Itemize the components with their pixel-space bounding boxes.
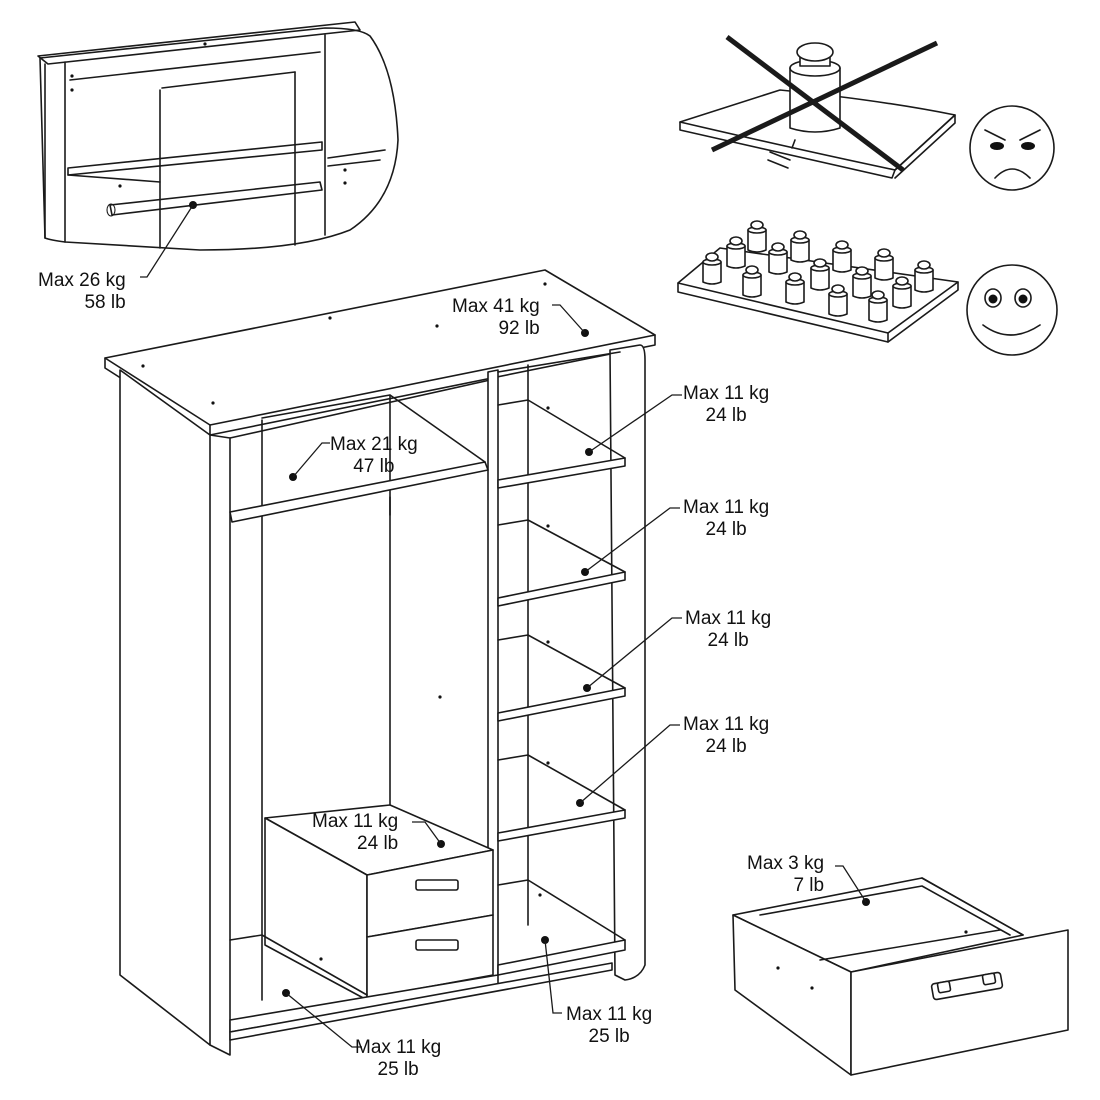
distributed-load-icon [677, 220, 959, 343]
drawer-load-lb: 7 lb [793, 875, 825, 896]
upper-left-shelf-load-lb: 47 lb [353, 456, 395, 477]
point-load-crossed-out-icon [679, 35, 956, 179]
top-load-lb: 92 lb [498, 318, 540, 339]
wardrobe-illustration [104, 269, 682, 1056]
smiley-face-icon [966, 264, 1058, 356]
right-shelf-2-load-kg: Max 11 kg [683, 497, 770, 518]
drawer-unit-top-load-label: Max 11 kg 24 lb [312, 811, 398, 855]
drawer-illustration [732, 865, 1069, 1076]
small-weight-icon [702, 252, 722, 285]
bottom-right-load-lb: 25 lb [588, 1026, 630, 1047]
right-shelf-1-load-label: Max 11 kg 24 lb [683, 383, 769, 427]
bottom-left-load-label: Max 11 kg 25 lb [355, 1037, 441, 1081]
upper-left-shelf-load-label: Max 21 kg 47 lb [330, 434, 418, 478]
small-weight-icon [868, 290, 888, 323]
small-weight-icon [874, 248, 894, 281]
right-shelf-2-load-label: Max 11 kg 24 lb [683, 497, 769, 541]
small-weight-icon [832, 240, 852, 273]
drawer-load-kg: Max 3 kg [747, 853, 825, 874]
top-load-label: Max 41 kg 92 lb [452, 296, 540, 340]
small-weight-icon [785, 272, 805, 305]
small-weight-icon [742, 265, 762, 298]
small-weight-icon [828, 284, 848, 317]
hanging-rod-detail [37, 21, 399, 278]
rod-load-kg: Max 26 kg [38, 270, 126, 291]
small-weight-icon [726, 236, 746, 269]
bottom-left-load-kg: Max 11 kg [355, 1037, 442, 1058]
right-shelf-3-load-kg: Max 11 kg [685, 608, 772, 629]
upper-left-shelf-load-kg: Max 21 kg [330, 434, 418, 455]
small-weight-icon [810, 258, 830, 291]
bottom-left-load-lb: 25 lb [377, 1059, 419, 1080]
small-weight-icon [790, 230, 810, 263]
small-weight-icon [747, 220, 767, 253]
right-shelf-4-load-label: Max 11 kg 24 lb [683, 714, 769, 758]
small-weight-icon [852, 266, 872, 299]
drawer-unit-top-load-kg: Max 11 kg [312, 811, 399, 832]
small-weight-icon [914, 260, 934, 293]
right-shelf-4-load-kg: Max 11 kg [683, 714, 770, 735]
right-shelf-1-load-lb: 24 lb [705, 405, 747, 426]
small-weight-icon [768, 242, 788, 275]
right-shelf-3-load-lb: 24 lb [707, 630, 749, 651]
angry-face-icon [969, 105, 1055, 191]
rod-load-label: Max 26 kg 58 lb [38, 270, 126, 314]
rod-load-lb: 58 lb [84, 292, 126, 313]
right-shelf-2-load-lb: 24 lb [705, 519, 747, 540]
bottom-right-load-label: Max 11 kg 25 lb [566, 1004, 652, 1048]
drawer-load-label: Max 3 kg 7 lb [747, 853, 824, 897]
drawer-unit-top-load-lb: 24 lb [357, 833, 399, 854]
right-shelf-1-load-kg: Max 11 kg [683, 383, 770, 404]
bottom-right-load-kg: Max 11 kg [566, 1004, 653, 1025]
top-load-kg: Max 41 kg [452, 296, 540, 317]
small-weight-icon [892, 276, 912, 309]
right-shelf-3-load-label: Max 11 kg 24 lb [685, 608, 771, 652]
right-shelf-4-load-lb: 24 lb [705, 736, 747, 757]
